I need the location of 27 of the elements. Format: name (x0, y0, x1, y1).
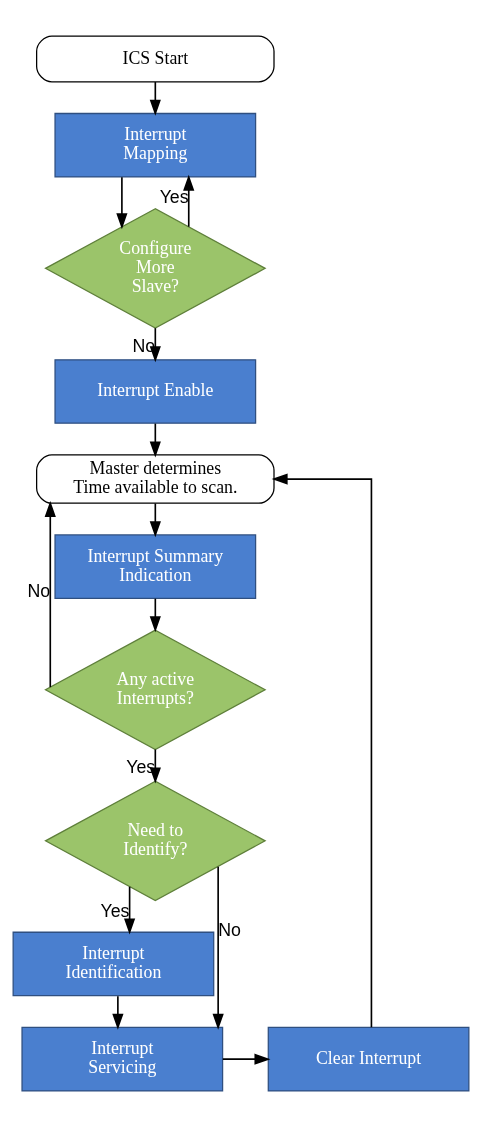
node-box: Master determines Time available to scan. (36, 454, 275, 504)
edge-label: No (27, 580, 51, 601)
node-box: Clear Interrupt (267, 1026, 470, 1092)
node-box: ICS Start (36, 35, 275, 83)
node-box: Interrupt Servicing (21, 1026, 224, 1092)
node-box: Interrupt Identification (12, 931, 215, 997)
arrow (222, 1053, 271, 1065)
node-diamond: Need to Identify? (44, 780, 267, 902)
arrow (271, 473, 373, 1028)
arrow (149, 502, 161, 538)
edge-label: No (218, 919, 241, 940)
arrow (112, 995, 124, 1030)
arrow (183, 174, 195, 228)
node-box: Interrupt Mapping (54, 112, 257, 178)
arrow (149, 597, 161, 633)
node-box: Interrupt Summary Indication (54, 534, 257, 600)
node-box: Interrupt Enable (54, 359, 257, 424)
edge-label: Yes (159, 187, 189, 208)
arrow (149, 422, 161, 458)
arrow (44, 500, 56, 688)
arrow (212, 865, 224, 1030)
node-diamond: Configure More Slave? (44, 208, 267, 329)
edge-label: Yes (100, 901, 130, 922)
node-diamond: Any active Interrupts? (44, 629, 267, 751)
arrow (116, 176, 128, 230)
arrow (149, 81, 161, 116)
arrow (124, 885, 136, 935)
